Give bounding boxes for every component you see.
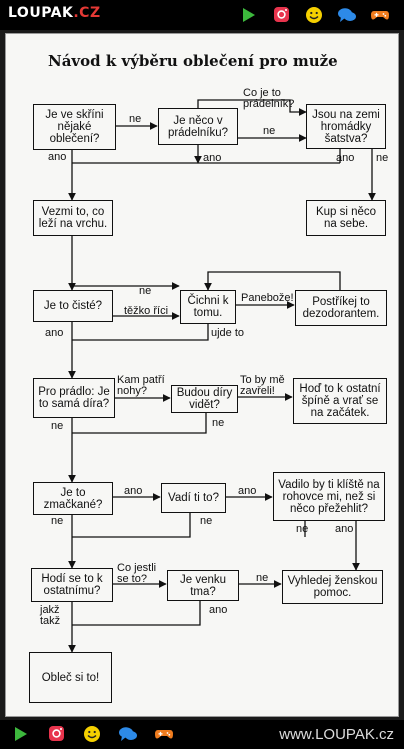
label-tezko-rici: těžko říci xyxy=(124,305,169,317)
bottom-nav-icons xyxy=(10,725,174,743)
label-ano: ano xyxy=(124,485,143,497)
label-ujde-to: ujde to xyxy=(211,327,245,339)
box-diry: Budou díry vidět? xyxy=(171,385,238,413)
label-ano: ano xyxy=(335,523,354,535)
chat-icon[interactable] xyxy=(118,725,138,743)
box-hromadky: Jsou na zemi hromádky šatstva? xyxy=(306,104,386,149)
label-panebo: Panebože! xyxy=(241,292,294,304)
label-ano: ano xyxy=(238,485,257,497)
box-vezmi: Vezmi to, co leží na vrchu. xyxy=(33,200,113,236)
site-logo[interactable]: LOUPAK.CZ xyxy=(8,5,101,21)
label-ano: ano xyxy=(203,152,222,164)
box-tma: Je venku tma? xyxy=(167,570,239,601)
label-jakz-takz: jakž takž xyxy=(40,604,61,627)
label-ne: ne xyxy=(263,125,276,137)
box-kup: Kup si něco na sebe. xyxy=(306,200,386,236)
label-ano: ano xyxy=(45,327,64,339)
box-cichni: Čichni k tomu. xyxy=(180,290,236,324)
box-pradlo: Pro prádlo: Je to samá díra? xyxy=(33,378,115,418)
play-icon[interactable] xyxy=(238,6,258,24)
label-ne: ne xyxy=(200,515,213,527)
instagram-icon[interactable] xyxy=(46,725,66,743)
box-hodi: Hodí se to k ostatnímu? xyxy=(31,568,113,602)
logo-tld: .CZ xyxy=(73,5,101,21)
smiley-icon[interactable] xyxy=(304,6,324,24)
play-icon[interactable] xyxy=(10,725,30,743)
box-pradelnik: Je něco v prádelníku? xyxy=(158,108,238,145)
label-ne: ne xyxy=(51,420,64,432)
label-kam-patri: Kam patří nohy? xyxy=(117,374,165,397)
box-zmackane: Je to zmačkané? xyxy=(33,482,113,515)
box-kliste: Vadilo by ti klíště na rohovce mi, než s… xyxy=(273,472,385,521)
label-ne: ne xyxy=(296,523,309,535)
top-bar: LOUPAK.CZ xyxy=(0,0,404,30)
top-nav-icons xyxy=(238,6,390,24)
logo-text: LOUPAK xyxy=(8,5,74,21)
box-vadi: Vadí ti to? xyxy=(161,483,226,513)
label-to-by-me: To by mě zavřeli! xyxy=(240,374,285,397)
label-ne: ne xyxy=(256,572,269,584)
label-ne: ne xyxy=(212,417,225,429)
label-ano: ano xyxy=(209,604,228,616)
label-ano: ano xyxy=(336,152,355,164)
label-ne: ne xyxy=(139,285,152,297)
label-ne: ne xyxy=(129,113,142,125)
label-co-jestli: Co jestli se to? xyxy=(117,562,157,585)
chat-icon[interactable] xyxy=(337,6,357,24)
box-dezodorant: Postříkej to dezodorantem. xyxy=(295,290,387,326)
smiley-icon[interactable] xyxy=(82,725,102,743)
flowchart-title: Návod k výběru oblečení pro muže xyxy=(48,52,338,70)
gamepad-icon[interactable] xyxy=(154,725,174,743)
gamepad-icon[interactable] xyxy=(370,6,390,24)
bottom-bar: www.LOUPAK.cz xyxy=(0,720,404,749)
label-co-je-to: Co je to prádelník? xyxy=(243,87,295,110)
box-zenskou: Vyhledej ženskou pomoc. xyxy=(282,570,383,604)
box-skrin: Je ve skříni nějaké oblečení? xyxy=(33,104,116,150)
instagram-icon[interactable] xyxy=(271,6,291,24)
box-spina: Hoď to k ostatní špíně a vrať se na začá… xyxy=(293,378,387,424)
label-ne: ne xyxy=(376,152,389,164)
label-ano: ano xyxy=(48,151,67,163)
box-oblec: Obleč si to! xyxy=(29,652,112,703)
label-ne: ne xyxy=(51,515,64,527)
box-ciste: Je to čisté? xyxy=(33,290,113,322)
site-url[interactable]: www.LOUPAK.cz xyxy=(279,726,394,743)
